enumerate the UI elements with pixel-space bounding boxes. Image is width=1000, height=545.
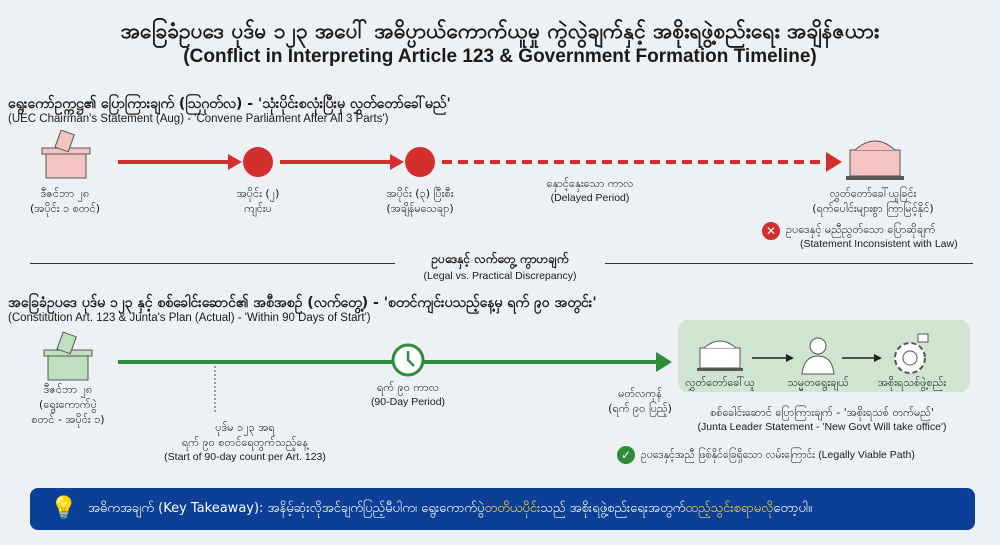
check-icon: ✓ — [617, 446, 635, 464]
parliament-icon — [846, 140, 904, 180]
flow-step: သမ္မတရွေးချယ် — [787, 376, 849, 389]
step-sublabel: ကျင်းပ — [244, 202, 272, 215]
start-label: ဒီဇင်ဘာ ၂၈ — [43, 383, 93, 396]
warning-label-en: (Statement Inconsistent with Law) — [800, 238, 958, 250]
start-label: (ရွေးကောက်ပွဲ — [39, 398, 97, 411]
count-start-label-en: (Start of 90-day count per Art. 123) — [164, 451, 326, 463]
section2-heading: အခြေခံဥပဒေ ပုဒ်မ ၁၂၃ နှင့် စစ်ခေါင်းဆောင… — [8, 295, 597, 311]
step-sublabel: (အပိုင်း ၁ စတင်) — [29, 202, 101, 215]
step-sublabel: (ရက်ပေါင်းများစွာ ကြာမြင့်နိုင်) — [812, 202, 934, 215]
milestone-dot — [405, 147, 435, 177]
period-label: ရက် ၉၀ ကာလ — [376, 381, 440, 394]
step-label: ဒီဇင်ဘာ ၂၈ — [40, 187, 90, 200]
viable-label: ဥပဒေနှင့်အညီ ဖြစ်နိုင်ခြေရှိသော လမ်းကြော… — [641, 449, 815, 461]
divider-right — [605, 263, 973, 264]
divider-label: ဥပဒေနှင့် လက်တွေ့ ကွာဟချက် — [431, 252, 569, 266]
junta-statement-en: (Junta Leader Statement - 'New Govt Will… — [697, 421, 947, 433]
flow-step: အစိုးရသစ်ဖွဲ့စည်း — [877, 376, 947, 389]
section2-heading-en: (Constitution Art. 123 & Junta's Plan (A… — [8, 312, 371, 324]
step-label: လွှတ်တော်ခေါ်ယူခြင်း — [829, 187, 917, 200]
president-icon — [801, 337, 835, 375]
delayed-label: နှောင့်နှေးသော ကာလ — [546, 177, 634, 190]
step-label: အပိုင်း (၃) ပြီးစီး — [386, 187, 454, 200]
parliament-icon — [697, 340, 743, 371]
count-start-label: ရက် ၉၀ စတင်ရေတွက်သည့်နေ့ — [181, 436, 309, 449]
period-label-en: (90-Day Period) — [370, 396, 446, 408]
ballot-box-icon — [41, 130, 91, 179]
count-start-label: ပုဒ်မ ၁၂၃ အရ — [215, 421, 275, 434]
title-en: (Conflict in Interpreting Article 123 & … — [183, 46, 817, 67]
gear-flag-icon — [894, 333, 929, 374]
start-label: စတင် - အပိုင်း ၁) — [31, 413, 105, 426]
step-label: အပိုင်း (၂) — [236, 187, 280, 200]
lightbulb-icon: 💡 — [50, 496, 78, 521]
section1-heading-en: (UEC Chairman's Statement (Aug) - 'Conve… — [8, 113, 389, 125]
divider-left — [30, 263, 395, 264]
ballot-box-icon — [43, 331, 93, 381]
banner-text: အဓိကအချက် (Key Takeaway): အနိမ့်ဆုံးလိုအ… — [88, 500, 485, 516]
x-icon: ✕ — [762, 222, 780, 240]
flow-step: လွှတ်တော်ခေါ်ယူ — [685, 376, 755, 389]
banner-text: သည် အစိုးရဖွဲ့စည်းရေးအတွက် — [540, 500, 686, 516]
section1-heading: ရွေးကော်ဥက္ကဋ္ဌ၏ ပြောကြားချက် (ဩဂုတ်လ) -… — [8, 96, 451, 112]
key-takeaway-banner: 💡 အဓိကအချက် (Key Takeaway): အနိမ့်ဆုံးလိ… — [30, 488, 975, 530]
deadline-label: (ရက် ၉၀ ပြည့်) — [608, 402, 672, 415]
divider-label-en: (Legal vs. Practical Discrepancy) — [423, 270, 577, 282]
banner-highlight: တတိယပိုင်း — [484, 500, 541, 516]
junta-statement: စစ်ခေါင်းဆောင် ပြောကြားချက် - 'အစိုးရသစ်… — [710, 406, 934, 419]
step-sublabel: (အချိန်မသေချာ) — [386, 202, 454, 215]
title-my: အခြေခံဥပဒေ ပုဒ်မ ၁၂၃ အပေါ် အဓိပ္ပာယ်ကောက… — [120, 19, 880, 43]
warning-label: ဥပဒေနှင့် မညီညွတ်သော ပြောဆိုချက် — [786, 223, 936, 236]
deadline-label: မတ်လကုန် — [618, 387, 662, 400]
banner-highlight: ထည့်သွင်းစရာမလို — [685, 500, 774, 516]
green-timeline — [43, 331, 929, 414]
clock-icon — [391, 343, 425, 377]
delayed-label-en: (Delayed Period) — [550, 192, 630, 204]
milestone-dot — [243, 147, 273, 177]
red-timeline — [41, 130, 904, 180]
banner-text: တော့ပါ။ — [773, 500, 812, 516]
viable-label-en: (Legally Viable Path) — [818, 449, 915, 461]
